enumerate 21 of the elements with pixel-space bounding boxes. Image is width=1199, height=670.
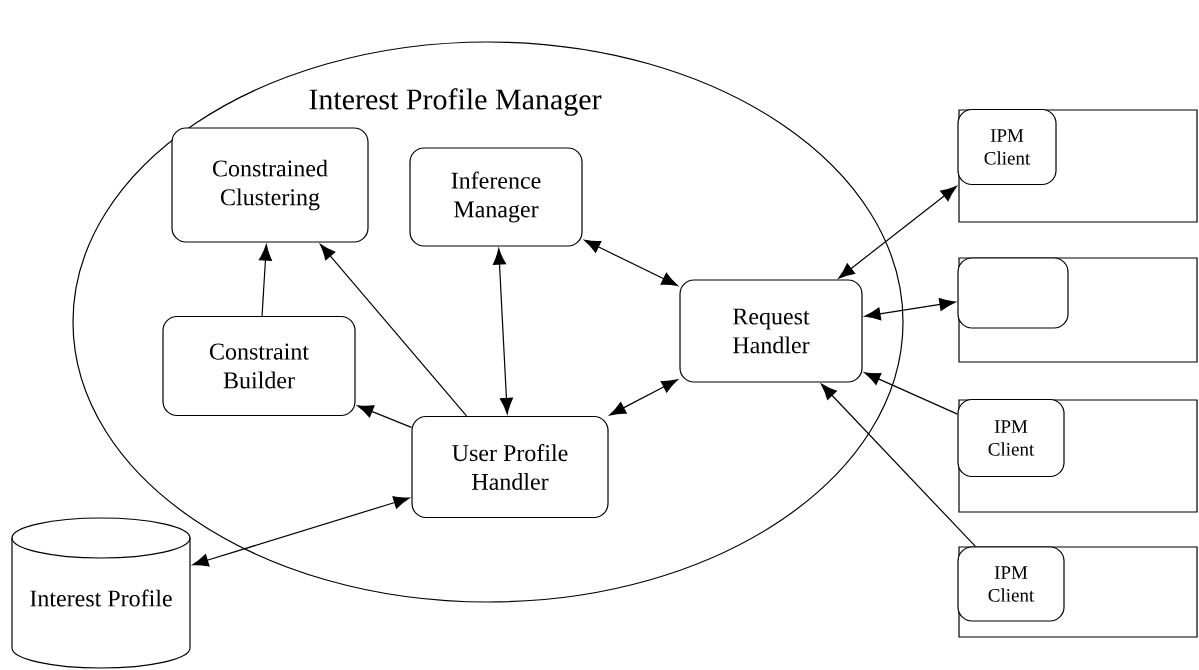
component-box (957, 257, 1069, 329)
arrow (492, 248, 513, 415)
arrow (584, 239, 678, 286)
database-cylinder: Interest Profile (11, 517, 191, 669)
arrow (319, 243, 468, 417)
component-box: IPM Client (957, 546, 1065, 622)
component-box: IPM Client (957, 398, 1065, 478)
arrow (821, 383, 976, 547)
component-box: Inference Manager (409, 147, 583, 247)
component-box: Constrained Clustering (171, 127, 369, 243)
component-box: Constraint Builder (162, 315, 356, 417)
arrow (192, 496, 410, 567)
arrow (864, 297, 956, 321)
component-box: IPM Client (957, 108, 1057, 186)
component-box: User Profile Handler (411, 415, 609, 519)
component-box: Request Handler (679, 279, 863, 383)
arrow (357, 405, 412, 428)
arrow (258, 244, 272, 317)
arrow (838, 186, 957, 279)
arrow (864, 372, 958, 415)
arrow (609, 379, 678, 416)
